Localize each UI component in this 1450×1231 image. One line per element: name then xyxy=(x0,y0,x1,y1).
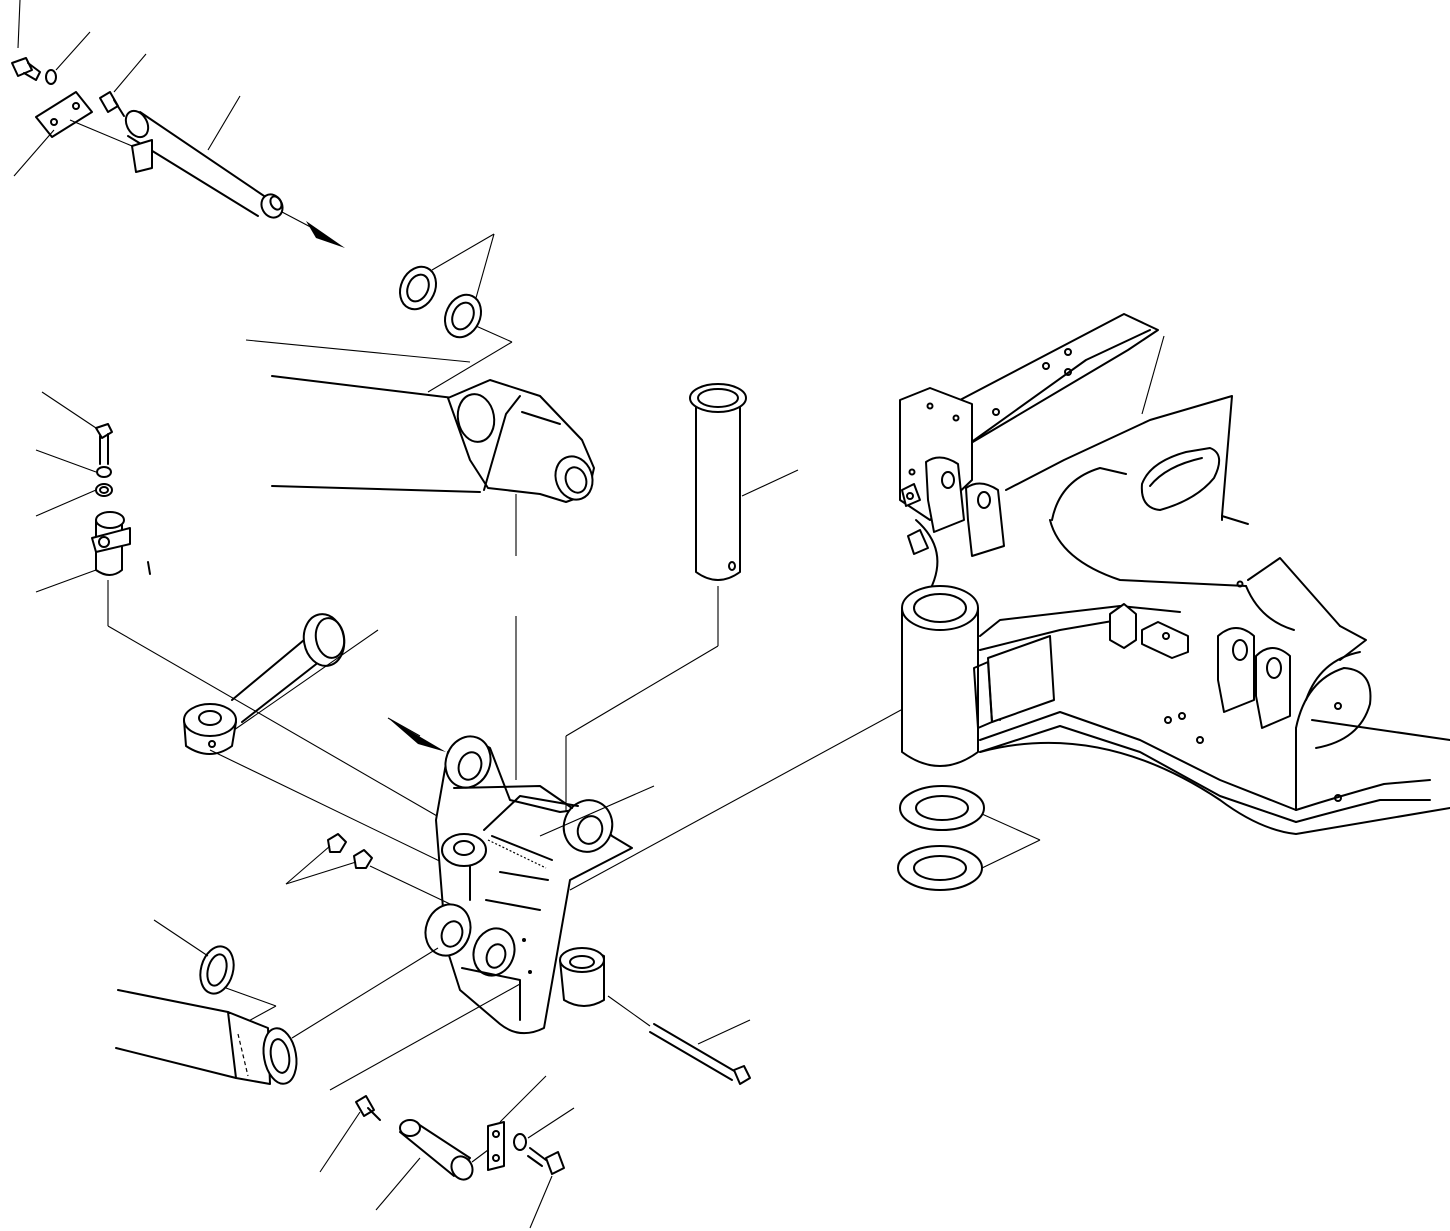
shims-upper xyxy=(393,234,512,392)
nuts xyxy=(286,834,450,904)
boom xyxy=(246,340,598,556)
long-bolt xyxy=(608,996,750,1084)
leaders-bracket-frame xyxy=(570,704,912,890)
lock-plate-lower xyxy=(472,1076,546,1170)
swing-bracket xyxy=(388,718,654,1033)
swing-pin xyxy=(566,384,798,840)
leaders-bracket-lower xyxy=(330,984,520,1090)
pin-arrow-upper xyxy=(282,212,345,248)
bolt-lower xyxy=(528,1148,564,1228)
revolving-frame xyxy=(900,314,1450,834)
bolt-upper xyxy=(12,58,40,80)
leaders-upper-pin xyxy=(14,0,240,176)
lock-pin-assembly xyxy=(36,392,444,820)
shim-lower xyxy=(154,920,276,1030)
lower-cylinder xyxy=(116,948,438,1086)
grease-fitting-lower xyxy=(320,1096,380,1172)
thrust-shims xyxy=(898,786,1040,890)
pin-lower xyxy=(376,1120,477,1210)
washer-lower xyxy=(514,1108,574,1150)
grease-fitting-upper xyxy=(100,92,124,116)
lock-plate-upper xyxy=(36,92,152,172)
washer-upper xyxy=(46,70,56,84)
swing-cylinder xyxy=(184,611,454,868)
